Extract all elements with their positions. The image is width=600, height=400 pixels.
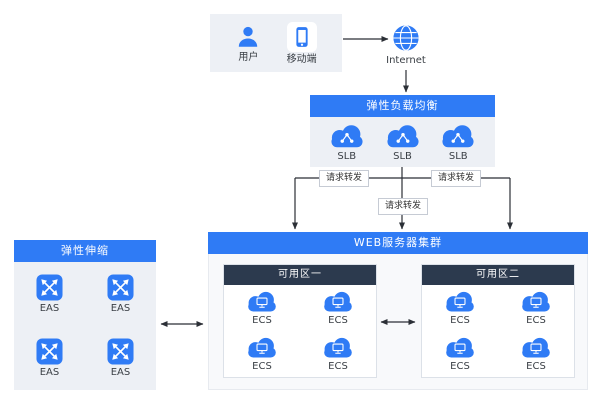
ecs-label: ECS bbox=[450, 361, 470, 372]
web-cluster-header: WEB服务器集群 bbox=[208, 232, 588, 254]
user-label: 用户 bbox=[238, 51, 259, 63]
eas-node: EAS bbox=[36, 274, 63, 314]
zone-1-header: 可用区一 bbox=[224, 265, 376, 285]
zone-2-body: ECS ECS ECS ECS bbox=[422, 285, 574, 377]
ecs-cloud-icon bbox=[321, 290, 355, 313]
ecs-node: ECS bbox=[519, 290, 553, 326]
ecs-node: ECS bbox=[321, 336, 355, 372]
eas-label: EAS bbox=[110, 367, 131, 378]
zone-1-body: ECS ECS ECS ECS bbox=[224, 285, 376, 377]
ecs-node: ECS bbox=[245, 336, 279, 372]
mobile-node: 移动端 bbox=[286, 22, 317, 65]
ecs-node: ECS bbox=[519, 336, 553, 372]
ecs-cloud-icon bbox=[519, 290, 553, 313]
auto-scaling-header: 弹性伸缩 bbox=[14, 240, 156, 262]
ecs-label: ECS bbox=[526, 315, 546, 326]
load-balancer-header: 弹性负载均衡 bbox=[310, 95, 495, 117]
ecs-node: ECS bbox=[443, 336, 477, 372]
auto-scaling-body: EAS EAS EAS EAS bbox=[14, 262, 156, 390]
load-balancer-body: SLB SLB SLB bbox=[310, 117, 495, 167]
ecs-cloud-icon bbox=[443, 290, 477, 313]
user-icon bbox=[235, 24, 261, 50]
load-balancer-panel: 弹性负载均衡 SLB SLB SLB bbox=[310, 95, 495, 167]
ecs-cloud-icon bbox=[321, 336, 355, 359]
web-cluster-body: 可用区一 ECS ECS ECS bbox=[208, 254, 588, 390]
internet-label: Internet bbox=[386, 55, 426, 66]
ecs-node: ECS bbox=[321, 290, 355, 326]
slb-cloud-icon bbox=[384, 123, 422, 149]
zone-2-header: 可用区二 bbox=[422, 265, 574, 285]
slb-node: SLB bbox=[384, 123, 422, 162]
slb-node: SLB bbox=[328, 123, 366, 162]
zone-panel-1: 可用区一 ECS ECS ECS bbox=[223, 264, 377, 378]
ecs-cloud-icon bbox=[443, 336, 477, 359]
ecs-cloud-icon bbox=[519, 336, 553, 359]
slb-label: SLB bbox=[337, 150, 357, 162]
forward-chip: 请求转发 bbox=[378, 198, 429, 215]
eas-label: EAS bbox=[39, 303, 60, 314]
slb-cloud-icon bbox=[328, 123, 366, 149]
ecs-node: ECS bbox=[443, 290, 477, 326]
mobile-icon bbox=[287, 22, 317, 52]
internet-node: Internet bbox=[378, 24, 434, 66]
zone-panel-2: 可用区二 ECS ECS ECS bbox=[421, 264, 575, 378]
forward-chip: 请求转发 bbox=[319, 170, 370, 187]
eas-node: EAS bbox=[107, 274, 134, 314]
eas-expand-icon bbox=[36, 274, 63, 301]
mobile-label: 移动端 bbox=[286, 53, 317, 65]
eas-expand-icon bbox=[107, 338, 134, 365]
ecs-label: ECS bbox=[450, 315, 470, 326]
auto-scaling-panel: 弹性伸缩 EAS EAS EAS EAS bbox=[14, 240, 156, 390]
eas-expand-icon bbox=[107, 274, 134, 301]
eas-label: EAS bbox=[110, 303, 131, 314]
ecs-label: ECS bbox=[328, 315, 348, 326]
web-cluster-panel: WEB服务器集群 可用区一 ECS ECS ECS bbox=[208, 232, 588, 390]
forward-chip: 请求转发 bbox=[431, 170, 482, 187]
globe-icon bbox=[392, 24, 420, 52]
client-group-box: 用户 移动端 bbox=[210, 14, 342, 72]
ecs-label: ECS bbox=[252, 361, 272, 372]
slb-label: SLB bbox=[448, 150, 468, 162]
eas-label: EAS bbox=[39, 367, 60, 378]
ecs-cloud-icon bbox=[245, 336, 279, 359]
slb-cloud-icon bbox=[439, 123, 477, 149]
user-node: 用户 bbox=[235, 24, 261, 63]
eas-node: EAS bbox=[107, 338, 134, 378]
ecs-label: ECS bbox=[328, 361, 348, 372]
ecs-node: ECS bbox=[245, 290, 279, 326]
ecs-label: ECS bbox=[526, 361, 546, 372]
ecs-label: ECS bbox=[252, 315, 272, 326]
ecs-cloud-icon bbox=[245, 290, 279, 313]
eas-node: EAS bbox=[36, 338, 63, 378]
slb-node: SLB bbox=[439, 123, 477, 162]
eas-expand-icon bbox=[36, 338, 63, 365]
slb-label: SLB bbox=[393, 150, 412, 162]
